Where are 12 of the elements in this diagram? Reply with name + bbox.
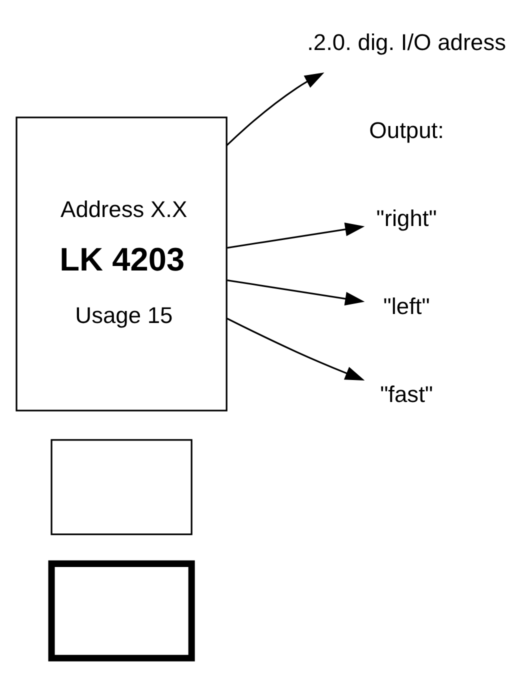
node-box bbox=[48, 560, 194, 662]
arrow bbox=[226, 318, 364, 381]
node-text: "right" bbox=[376, 205, 436, 232]
arrow bbox=[226, 72, 324, 146]
node-box: Address X.X LK 4203 Usage 15 bbox=[15, 116, 227, 412]
arrow bbox=[226, 222, 364, 249]
node-text: "fast" bbox=[380, 380, 433, 407]
node-box bbox=[50, 439, 192, 536]
node-text: "left" bbox=[382, 293, 430, 320]
node-text: .2.0. dig. I/O adress bbox=[306, 29, 506, 56]
label: Output: bbox=[368, 117, 444, 144]
arrow bbox=[226, 279, 364, 306]
